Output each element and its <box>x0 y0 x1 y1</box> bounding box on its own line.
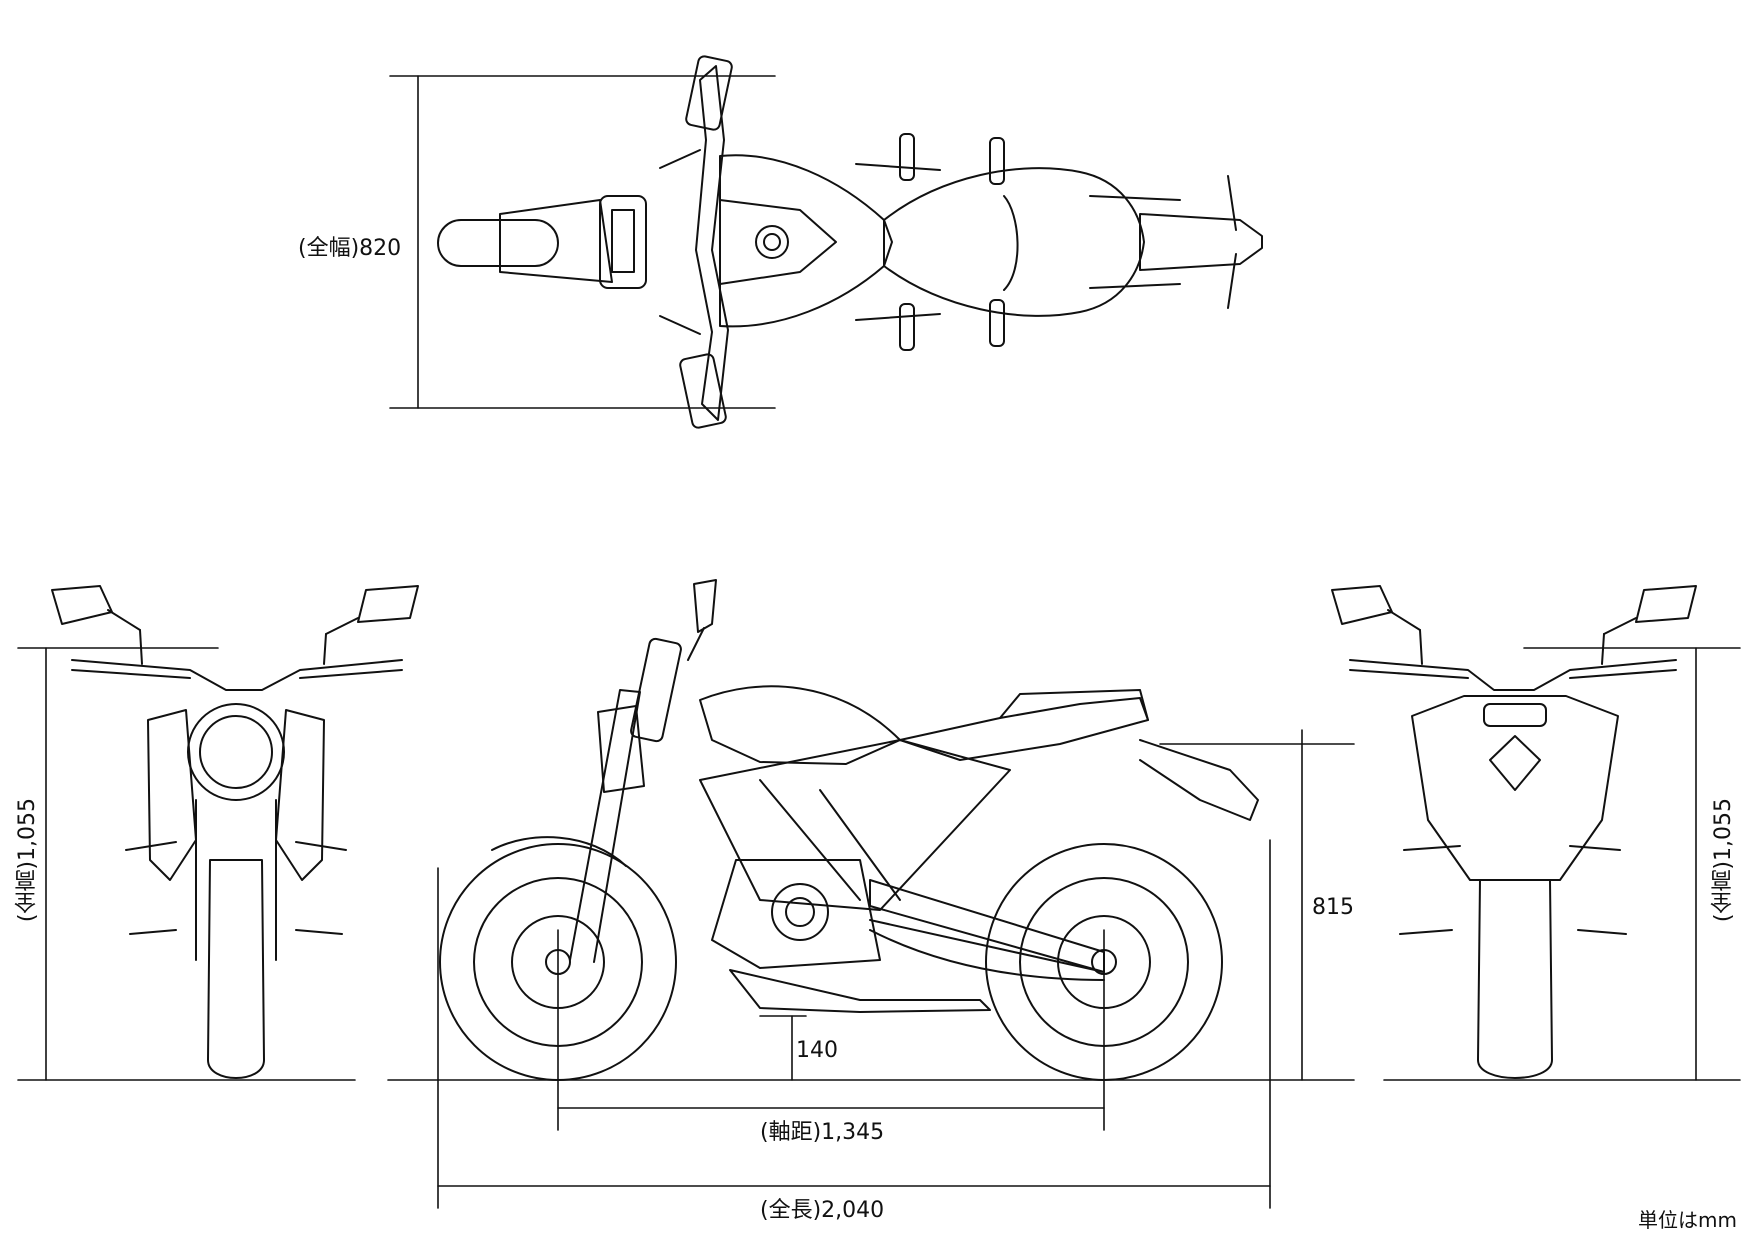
overall-height-front-label: (全高)1,055 <box>15 798 40 923</box>
overall-length-label: (全長)2,040 <box>760 1198 885 1223</box>
ground-clearance-label: 140 <box>796 1038 838 1063</box>
side-view <box>387 579 1355 1209</box>
front-view <box>17 585 419 1081</box>
unit-note: 単位はmm <box>1638 1208 1737 1232</box>
overall-height-rear-label: (全高)1,055 <box>1711 798 1736 923</box>
seat-height-label: 815 <box>1312 895 1354 920</box>
wheelbase-label: (軸距)1,345 <box>760 1120 885 1145</box>
overall-width-label: (全幅)820 <box>298 236 402 261</box>
rear-view <box>1331 585 1741 1081</box>
top-view <box>389 55 1263 429</box>
